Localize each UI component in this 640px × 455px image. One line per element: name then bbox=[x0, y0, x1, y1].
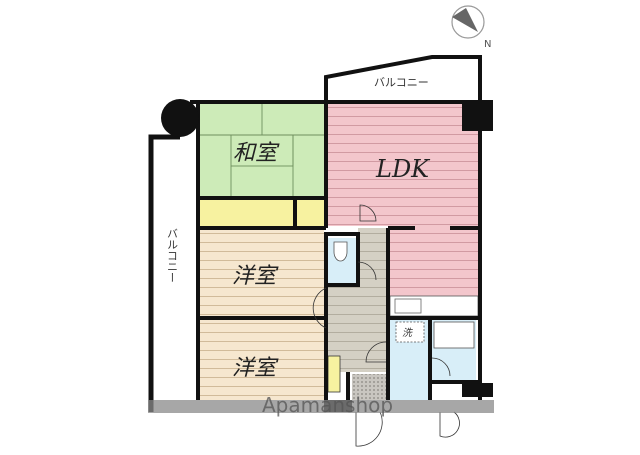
toilet bbox=[328, 238, 358, 283]
left-balcony: バルコニー bbox=[148, 134, 180, 412]
doors bbox=[312, 204, 460, 447]
column bbox=[462, 103, 493, 131]
bathroom bbox=[432, 320, 476, 380]
bathtub-icon bbox=[433, 321, 475, 349]
closet bbox=[200, 200, 293, 226]
column bbox=[161, 99, 199, 137]
japanese-room-label: 和室 bbox=[233, 141, 280, 166]
hallway bbox=[358, 228, 388, 286]
western-room-1-label: 洋室 bbox=[232, 264, 279, 289]
top-balcony: バルコニー bbox=[324, 55, 482, 101]
watermark: Apamanshop bbox=[262, 393, 393, 417]
japanese-room: 和室 bbox=[200, 104, 324, 196]
bottom-band bbox=[148, 400, 494, 413]
western-room-2: 洋室 bbox=[200, 320, 324, 400]
kitchen-counter bbox=[389, 295, 479, 317]
compass-label: N bbox=[484, 39, 491, 50]
top-balcony-label: バルコニー bbox=[374, 76, 429, 89]
walls bbox=[190, 100, 493, 400]
ldk-label: LDK bbox=[375, 155, 431, 183]
western-room-1: 洋室 bbox=[200, 230, 324, 316]
compass: N bbox=[451, 5, 491, 50]
toilet-icon bbox=[333, 241, 348, 262]
left-balcony-label: バルコニー bbox=[166, 228, 179, 283]
laundry-label: 洗 bbox=[402, 327, 413, 339]
entrance bbox=[352, 374, 386, 400]
column bbox=[462, 383, 493, 397]
western-room-2-label: 洋室 bbox=[232, 356, 279, 381]
closet bbox=[297, 200, 324, 226]
washroom: 洗 bbox=[390, 320, 428, 400]
ldk: LDK bbox=[328, 104, 478, 296]
shoe-cabinet bbox=[327, 355, 341, 393]
